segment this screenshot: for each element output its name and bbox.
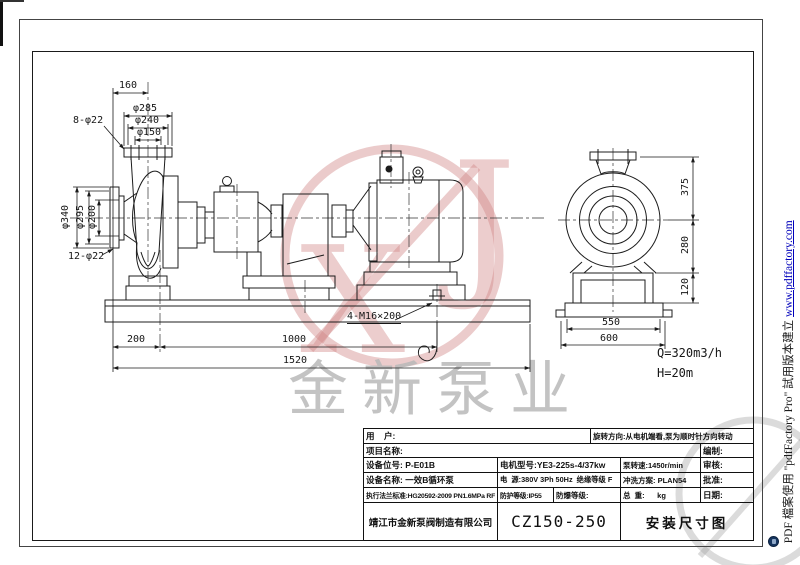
- tb-pump-speed: 泵转速:1450r/min: [621, 458, 701, 473]
- sheet-outer-frame: [19, 19, 763, 547]
- dim-label-bolts-8: 8-φ22: [73, 115, 104, 126]
- tb-weight: 总 重: kg: [621, 488, 701, 503]
- pdf-trial-stamp: PDF 檔案使用 "pdfFactory Pro" 試用版本建立 www.pdf…: [768, 169, 796, 549]
- dim-label-200: 200: [127, 334, 146, 345]
- tb-tag-no: 设备位号: P-E01B: [364, 458, 498, 473]
- dim-label-375: 375: [680, 177, 691, 197]
- dim-label-suction-200: φ200: [87, 204, 98, 230]
- tb-explosion: 防爆等级:: [554, 488, 621, 503]
- tb-protection: 防护等级:IP55: [498, 488, 554, 503]
- dim-label-bolts-12: 12-φ22: [68, 251, 105, 262]
- watermark-company-name: 金新泵业: [288, 355, 584, 425]
- title-block: 用 户: 旋转方向:从电机端看,泵为顺时针方向转动 项目名称: 编制: 设备位号…: [363, 428, 754, 541]
- performance-head: H=20m: [657, 366, 694, 380]
- watermark-letter-x: X: [300, 215, 405, 387]
- dimension-lines: [73, 88, 699, 372]
- tb-equip-name: 设备名称: 一效B循环泵: [364, 473, 498, 488]
- tb-checked: 审核:: [701, 458, 754, 473]
- dim-label-120: 120: [680, 277, 691, 297]
- tb-model: CZ150-250: [498, 503, 621, 541]
- dim-label-160: 160: [119, 80, 138, 91]
- dim-label-flange-240: φ240: [135, 115, 160, 126]
- dim-label-600: 600: [600, 333, 619, 344]
- dim-label-550: 550: [602, 317, 621, 328]
- dim-label-suction-340: φ340: [60, 204, 71, 230]
- dim-label-1520: 1520: [283, 355, 308, 366]
- pdffactory-link[interactable]: www.pdffactory.com: [783, 220, 795, 317]
- tb-rotation-note: 旋转方向:从电机端看,泵为顺时针方向转动: [591, 429, 754, 444]
- tb-motor-model: 电机型号:YE3-225s-4/37kw: [498, 458, 621, 473]
- dim-label-suction-295: φ295: [75, 204, 86, 230]
- pump-side-view: [104, 145, 531, 362]
- tb-company: 靖江市金新泵阀制造有限公司: [364, 503, 498, 541]
- pdf-stamp-text: PDF 檔案使用 "pdfFactory Pro" 試用版本建立: [783, 316, 795, 544]
- tb-flange-std: 执行法兰标准:HG20592-2009 PN1.6MPa RF: [364, 488, 498, 503]
- scan-edge-artifact-top: [0, 0, 24, 2]
- performance-flow: Q=320m3/h: [657, 346, 723, 360]
- pdffactory-icon: [768, 536, 779, 547]
- dim-label-flange-150: φ150: [137, 127, 162, 138]
- tb-project: 项目名称:: [364, 444, 701, 458]
- dim-label-280: 280: [680, 235, 691, 255]
- dim-label-anchor-bolts: 4-M16×200: [347, 311, 402, 324]
- tb-date: 日期:: [701, 488, 754, 503]
- dim-label-1000: 1000: [282, 334, 307, 345]
- tb-approved: 批准:: [701, 473, 754, 488]
- tb-flush-plan: 冲洗方案: PLAN54: [621, 473, 701, 488]
- watermark-letter-j: J: [438, 127, 516, 314]
- tb-drawing-title: 安装尺寸图: [621, 503, 754, 541]
- scan-edge-artifact: [0, 0, 3, 46]
- pump-end-view: [555, 149, 673, 318]
- tb-drafted: 编制:: [701, 444, 754, 458]
- center-lines: [70, 82, 668, 352]
- tb-user: 用 户:: [364, 429, 591, 444]
- dim-label-flange-285: φ285: [133, 103, 158, 114]
- tb-power: 电 源:380V 3Ph 50Hz 绝缘等级 F: [498, 473, 621, 488]
